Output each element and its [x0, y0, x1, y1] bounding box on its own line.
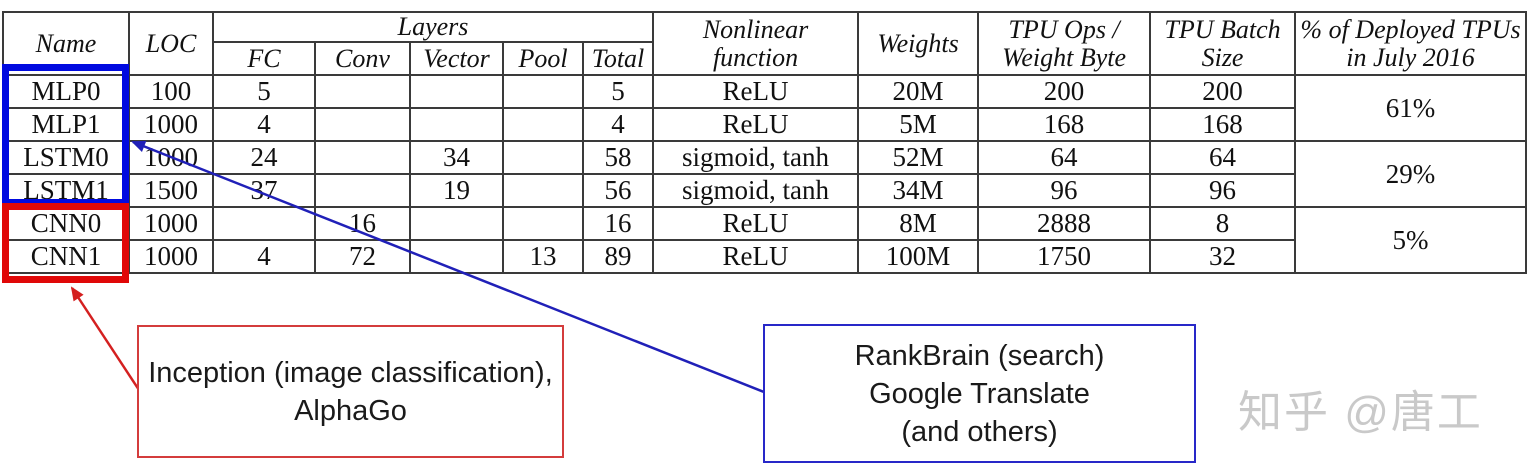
cell-name: CNN1: [2, 239, 130, 274]
cell-vector: 19: [409, 173, 504, 208]
cell-pool: [502, 173, 584, 208]
cell-tpu-ops: 2888: [977, 206, 1152, 241]
cell-conv: [314, 74, 411, 109]
cell-loc: 1000: [128, 206, 214, 241]
cell-weights: 52M: [857, 140, 980, 175]
cell-fc: 4: [212, 107, 316, 142]
table-row-cnn0: CNN0 1000 16 16 ReLU 8M 2888 8 5%: [2, 206, 1528, 274]
mlp-lstm-callout-label: RankBrain (search) Google Translate (and…: [763, 324, 1196, 463]
col-header-nonlinear: Nonlinear function: [652, 11, 860, 76]
cell-weights: 8M: [857, 206, 980, 241]
cell-total: 16: [581, 206, 655, 241]
cell-tpu-ops: 200: [977, 74, 1152, 109]
header-row-group: Name LOC Layers Nonlinear function Weigh…: [2, 11, 1528, 76]
cell-vector: [409, 239, 504, 274]
cell-nonlinear: sigmoid, tanh: [652, 140, 860, 175]
col-header-layers-group: Layers: [211, 11, 655, 43]
cell-tpu-batch: 200: [1149, 74, 1297, 109]
col-header-vector: Vector: [409, 41, 504, 76]
table-row-mlp0: MLP0 100 5 5 ReLU 20M 200 200 61%: [2, 74, 1528, 142]
callout-line: RankBrain (search): [854, 339, 1105, 372]
cell-nonlinear: ReLU: [652, 107, 860, 142]
cell-pool: [502, 140, 584, 175]
cell-tpu-ops: 96: [977, 173, 1152, 208]
cell-loc: 100: [128, 74, 214, 109]
cell-name: LSTM0: [2, 140, 130, 175]
cell-vector: [409, 206, 504, 241]
cell-total: 89: [581, 239, 655, 274]
col-header-conv: Conv: [314, 41, 411, 76]
callout-line: (and others): [901, 415, 1058, 448]
cell-deployed-cnn: 5%: [1294, 206, 1528, 274]
mlp-lstm-highlight-box: [2, 64, 129, 206]
cell-pool: [502, 107, 584, 142]
cell-conv: [314, 107, 411, 142]
cell-tpu-batch: 32: [1149, 239, 1297, 274]
cell-tpu-ops: 1750: [977, 239, 1152, 274]
cell-tpu-batch: 64: [1149, 140, 1297, 175]
col-header-weights: Weights: [857, 11, 980, 76]
cell-pool: [502, 206, 584, 241]
callout-line: Inception (image classification),: [148, 356, 553, 389]
cell-vector: 34: [409, 140, 504, 175]
cell-weights: 34M: [857, 173, 980, 208]
cell-conv: [314, 140, 411, 175]
cell-tpu-ops: 168: [977, 107, 1152, 142]
cell-weights: 100M: [857, 239, 980, 274]
cell-fc: 5: [212, 74, 316, 109]
header-row-layers: FC Conv Vector Pool Total: [3, 41, 1526, 76]
cell-fc: 24: [212, 140, 316, 175]
cell-tpu-batch: 168: [1149, 107, 1297, 142]
cell-loc: 1500: [128, 173, 214, 208]
callout-line: Google Translate: [869, 377, 1090, 410]
cell-fc: 37: [212, 173, 316, 208]
cell-total: 5: [581, 74, 655, 109]
col-header-deployed: % of Deployed TPUs in July 2016: [1294, 11, 1528, 76]
col-header-loc: LOC: [128, 11, 214, 76]
cell-fc: [212, 206, 316, 241]
cell-nonlinear: ReLU: [652, 239, 860, 274]
table-row-mlp1: MLP1 1000 4 4 ReLU 5M 168 168: [2, 107, 1526, 142]
cell-name: MLP1: [2, 107, 130, 142]
cell-deployed-lstm: 29%: [1294, 140, 1528, 208]
cell-name: MLP0: [2, 74, 130, 109]
workload-table: Name LOC Layers Nonlinear function Weigh…: [2, 11, 1528, 274]
cell-conv: [314, 173, 411, 208]
cell-conv: 72: [314, 239, 411, 274]
cell-weights: 20M: [857, 74, 980, 109]
cell-tpu-ops: 64: [977, 140, 1152, 175]
cell-pool: 13: [502, 239, 584, 274]
cell-tpu-batch: 96: [1149, 173, 1297, 208]
cell-weights: 5M: [857, 107, 980, 142]
cell-total: 56: [581, 173, 655, 208]
cell-deployed-mlp: 61%: [1294, 74, 1528, 142]
cell-tpu-batch: 8: [1149, 206, 1297, 241]
cnn-callout-label: Inception (image classification), AlphaG…: [137, 325, 564, 458]
callout-line: AlphaGo: [294, 394, 407, 427]
cell-vector: [409, 107, 504, 142]
cell-nonlinear: ReLU: [652, 74, 860, 109]
cell-loc: 1000: [128, 140, 214, 175]
cell-loc: 1000: [128, 239, 214, 274]
col-header-tpu-ops: TPU Ops / Weight Byte: [977, 11, 1152, 76]
col-header-total: Total: [581, 41, 655, 76]
cell-loc: 1000: [128, 107, 214, 142]
red-connector-line: [70, 286, 141, 391]
cell-pool: [502, 74, 584, 109]
cell-vector: [409, 74, 504, 109]
col-header-pool: Pool: [502, 41, 584, 76]
cell-fc: 4: [212, 239, 316, 274]
cell-nonlinear: ReLU: [652, 206, 860, 241]
cell-conv: 16: [314, 206, 411, 241]
col-header-tpu-batch: TPU Batch Size: [1149, 11, 1297, 76]
cell-nonlinear: sigmoid, tanh: [652, 173, 860, 208]
cell-total: 4: [581, 107, 655, 142]
col-header-fc: FC: [212, 41, 316, 76]
cell-total: 58: [581, 140, 655, 175]
cnn-highlight-box: [2, 203, 129, 283]
watermark: 知乎 @唐工: [1238, 388, 1483, 437]
table-row-lstm0: LSTM0 1000 24 34 58 sigmoid, tanh 52M 64…: [2, 140, 1528, 208]
